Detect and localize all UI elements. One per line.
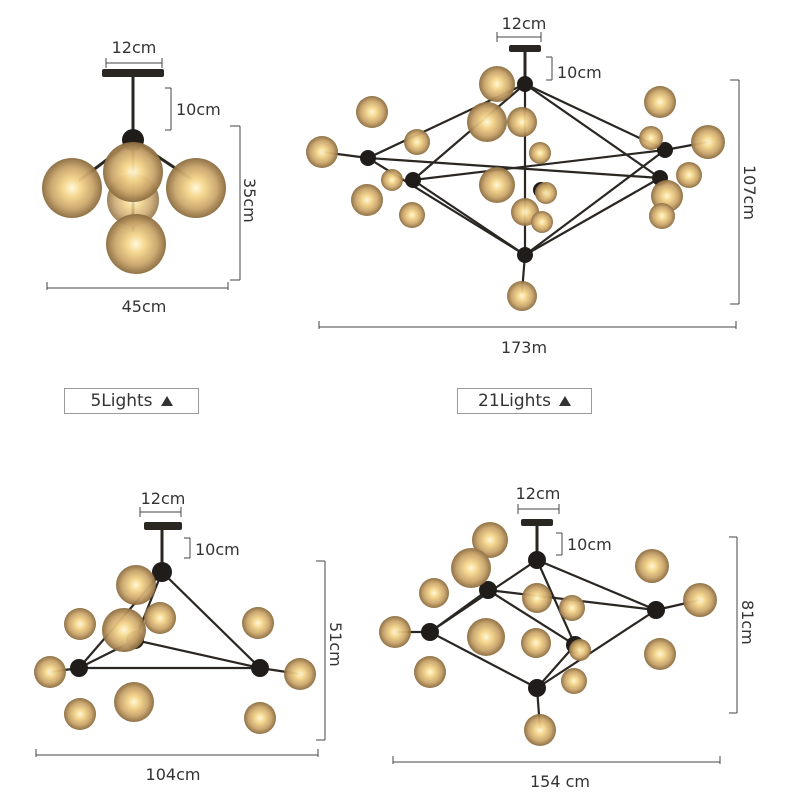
chandelier-21-lights: 12cm 10cm [306,14,759,357]
chandelier-5-lights: 12cm 10cm 35cm 45cm [42,38,259,316]
option-label-text: 5Lights [90,391,153,411]
rod-length-label: 10cm [567,535,612,554]
option-label-5-lights[interactable]: 5Lights [64,388,199,414]
height-label: 51cm [326,622,345,667]
height-label: 107cm [740,165,759,220]
rod-length-label: 10cm [176,100,221,119]
chandelier-bottom-right: 12cm 10cm [379,484,757,791]
canopy-width-label: 12cm [516,484,561,503]
rod-length-label: 10cm [557,63,602,82]
triangle-up-icon [160,396,173,406]
height-label: 35cm [240,178,259,223]
canopy-width-label: 12cm [112,38,157,57]
width-label: 173m [501,338,547,357]
canopy-width-label: 12cm [502,14,547,33]
height-label: 81cm [738,600,757,645]
triangle-up-icon [558,396,571,406]
width-label: 45cm [122,297,167,316]
rod-length-label: 10cm [195,540,240,559]
option-label-21-lights[interactable]: 21Lights [457,388,592,414]
canopy-width-label: 12cm [141,489,186,508]
width-label: 154 cm [530,772,590,791]
chandelier-bottom-left: 12cm 10cm 51cm [34,489,345,784]
option-label-text: 21Lights [478,391,551,411]
width-label: 104cm [146,765,201,784]
